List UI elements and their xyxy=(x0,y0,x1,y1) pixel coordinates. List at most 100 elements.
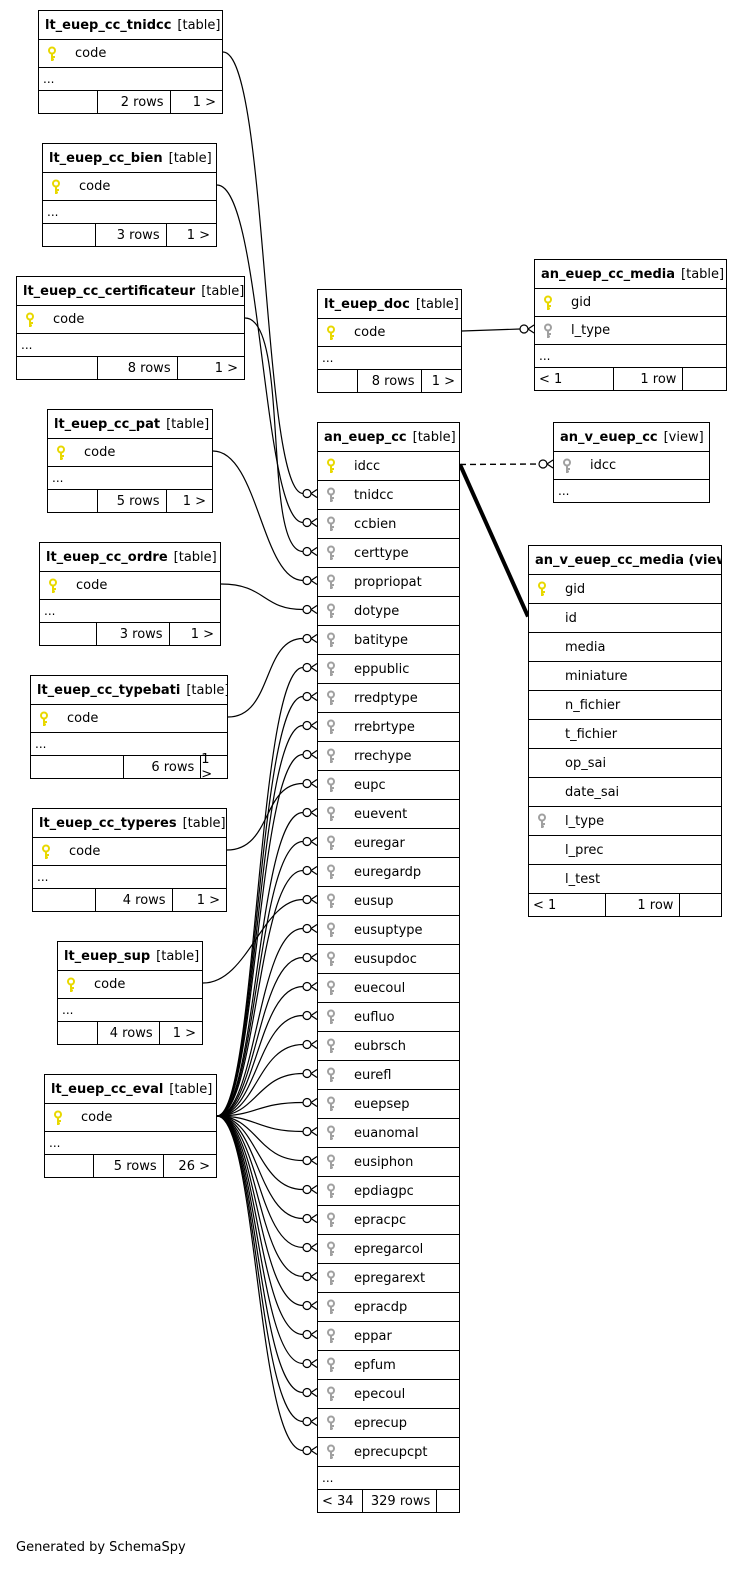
table-header[interactable]: lt_euep_doc[table] xyxy=(318,290,461,319)
column-row[interactable]: media xyxy=(529,633,721,662)
column-row[interactable]: batitype xyxy=(318,626,459,655)
parents-count[interactable] xyxy=(43,224,97,246)
column-row[interactable]: code xyxy=(40,572,220,600)
table-header[interactable]: lt_euep_cc_certificateur[table] xyxy=(17,277,244,306)
column-row[interactable]: rrechype xyxy=(318,742,459,771)
table-certif[interactable]: lt_euep_cc_certificateur[table]code...8 … xyxy=(16,276,245,380)
table-header[interactable]: an_euep_cc_media[table] xyxy=(535,260,726,289)
column-row[interactable]: euanomal xyxy=(318,1119,459,1148)
column-row[interactable]: eupc xyxy=(318,771,459,800)
children-count[interactable]: 1 > xyxy=(196,892,220,908)
children-count[interactable] xyxy=(683,368,726,390)
column-row[interactable]: miniature xyxy=(529,662,721,691)
column-row[interactable]: epregarext xyxy=(318,1264,459,1293)
column-row[interactable]: eubrsch xyxy=(318,1032,459,1061)
table-header[interactable]: an_v_euep_cc[view] xyxy=(554,423,709,452)
column-row[interactable]: idcc xyxy=(554,452,709,480)
table-header[interactable]: an_v_euep_cc_media (view) xyxy=(529,546,721,575)
table-header[interactable]: lt_euep_cc_typebati[table] xyxy=(31,676,227,705)
column-row[interactable]: l_type xyxy=(535,317,726,345)
column-row[interactable]: epregarcol xyxy=(318,1235,459,1264)
column-row[interactable]: euepsep xyxy=(318,1090,459,1119)
column-row[interactable]: code xyxy=(31,705,227,733)
column-row[interactable]: t_fichier xyxy=(529,720,721,749)
table-header[interactable]: lt_euep_cc_eval[table] xyxy=(45,1075,216,1104)
parents-count[interactable] xyxy=(45,1155,95,1177)
table-header[interactable]: an_euep_cc[table] xyxy=(318,423,459,452)
children-count[interactable]: 1 > xyxy=(186,227,211,243)
column-row[interactable]: id xyxy=(529,604,721,633)
table-header[interactable]: lt_euep_cc_ordre[table] xyxy=(40,543,220,572)
children-count[interactable]: 26 > xyxy=(178,1158,210,1174)
column-row[interactable]: epecoul xyxy=(318,1380,459,1409)
column-row[interactable]: n_fichier xyxy=(529,691,721,720)
column-row[interactable]: epracdp xyxy=(318,1293,459,1322)
column-row[interactable]: l_test xyxy=(529,865,721,894)
children-count[interactable] xyxy=(680,894,721,916)
parents-count[interactable] xyxy=(40,623,98,645)
column-row[interactable]: dotype xyxy=(318,597,459,626)
column-row[interactable]: propriopat xyxy=(318,568,459,597)
column-row[interactable]: code xyxy=(58,971,202,999)
children-count[interactable]: 1 > xyxy=(172,1025,196,1041)
column-row[interactable]: eppublic xyxy=(318,655,459,684)
column-row[interactable]: ccbien xyxy=(318,510,459,539)
children-count[interactable]: 1 > xyxy=(431,373,455,389)
column-row[interactable]: code xyxy=(17,306,244,334)
column-row[interactable]: eurefl xyxy=(318,1061,459,1090)
column-row[interactable]: eppar xyxy=(318,1322,459,1351)
column-row[interactable]: epracpc xyxy=(318,1206,459,1235)
parents-count[interactable] xyxy=(58,1022,98,1044)
parents-count[interactable] xyxy=(318,370,358,392)
parents-count[interactable] xyxy=(39,91,99,113)
column-row[interactable]: gid xyxy=(535,289,726,317)
column-row[interactable]: code xyxy=(39,40,222,68)
children-count[interactable]: 1 > xyxy=(182,493,206,509)
parents-count[interactable]: < 34 xyxy=(318,1490,364,1512)
column-row[interactable]: code xyxy=(33,838,226,866)
children-count[interactable] xyxy=(437,1490,459,1512)
column-row[interactable]: rrebrtype xyxy=(318,713,459,742)
column-row[interactable]: eusup xyxy=(318,887,459,916)
column-row[interactable]: gid xyxy=(529,575,721,604)
column-row[interactable]: code xyxy=(43,173,216,201)
column-row[interactable]: euevent xyxy=(318,800,459,829)
parents-count[interactable] xyxy=(33,889,97,911)
children-count[interactable]: 1 > xyxy=(192,94,216,110)
children-count[interactable]: 1 > xyxy=(201,752,213,782)
children-count[interactable]: 1 > xyxy=(190,626,215,642)
children-count[interactable]: 1 > xyxy=(214,360,238,376)
parents-count[interactable]: < 1 xyxy=(529,894,607,916)
parents-count[interactable] xyxy=(17,357,99,379)
column-row[interactable]: l_prec xyxy=(529,836,721,865)
column-row[interactable]: l_type xyxy=(529,807,721,836)
column-row[interactable]: tnidcc xyxy=(318,481,459,510)
column-row[interactable]: eprecup xyxy=(318,1409,459,1438)
table-view[interactable]: an_v_euep_cc[view]idcc... xyxy=(553,422,710,503)
table-header[interactable]: lt_euep_cc_pat[table] xyxy=(48,410,212,439)
column-row[interactable]: epdiagpc xyxy=(318,1177,459,1206)
parents-count[interactable] xyxy=(48,490,99,512)
column-row[interactable]: euecoul xyxy=(318,974,459,1003)
column-row[interactable]: idcc xyxy=(318,452,459,481)
column-row[interactable]: op_sai xyxy=(529,749,721,778)
column-row[interactable]: eufluo xyxy=(318,1003,459,1032)
column-row[interactable]: code xyxy=(45,1104,216,1132)
column-row[interactable]: date_sai xyxy=(529,778,721,807)
column-row[interactable]: code xyxy=(48,439,212,467)
column-row[interactable]: eusiphon xyxy=(318,1148,459,1177)
column-row[interactable]: eprecupcpt xyxy=(318,1438,459,1467)
column-row[interactable]: eusuptype xyxy=(318,916,459,945)
